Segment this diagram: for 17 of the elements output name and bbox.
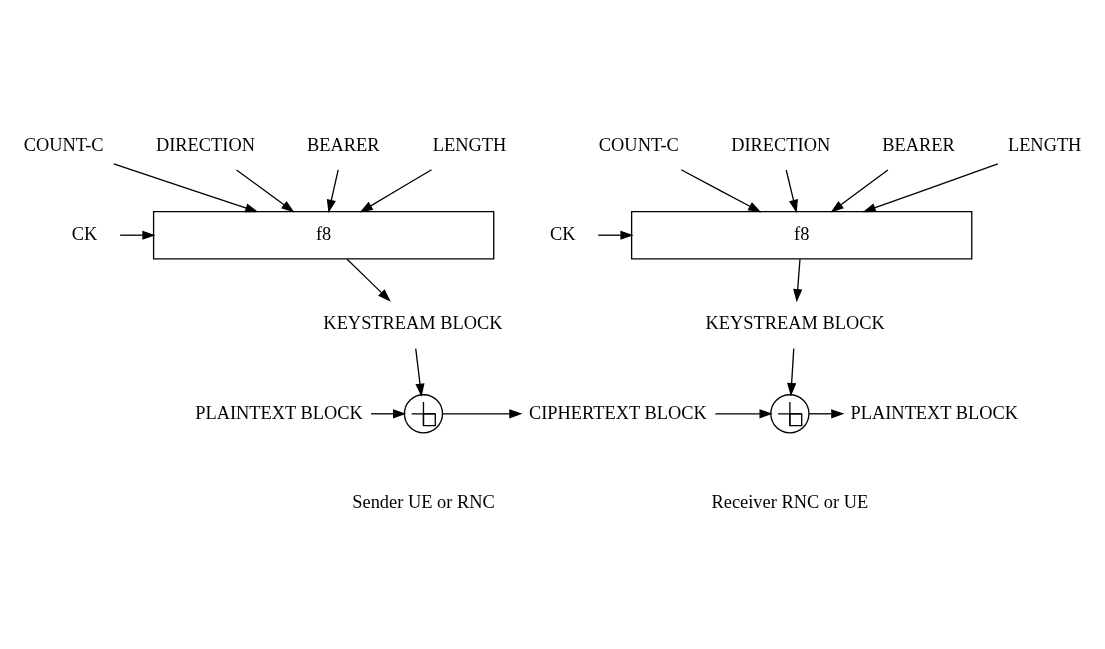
node-text: DIRECTION (155, 134, 255, 155)
node-text: CK (71, 224, 98, 245)
label: Sender UE or RNC (352, 491, 495, 512)
node-text: KEYSTREAM BLOCK (705, 313, 885, 334)
node-text: BEARER (307, 134, 380, 155)
node-text: PLAINTEXT BLOCK (195, 402, 363, 423)
node-text: CIPHERTEXT BLOCK (528, 402, 707, 423)
node-text: CK (549, 224, 576, 245)
node-text: DIRECTION (731, 134, 831, 155)
node-text: COUNT-C (23, 134, 104, 155)
node-text: LENGTH (1007, 134, 1082, 155)
node-text: PLAINTEXT BLOCK (850, 402, 1019, 423)
node-text: KEYSTREAM BLOCK (323, 313, 503, 334)
label: Receiver RNC or UE (711, 491, 869, 512)
node-text: BEARER (882, 134, 955, 155)
node-text: COUNT-C (598, 134, 679, 155)
node-text: LENGTH (432, 134, 507, 155)
